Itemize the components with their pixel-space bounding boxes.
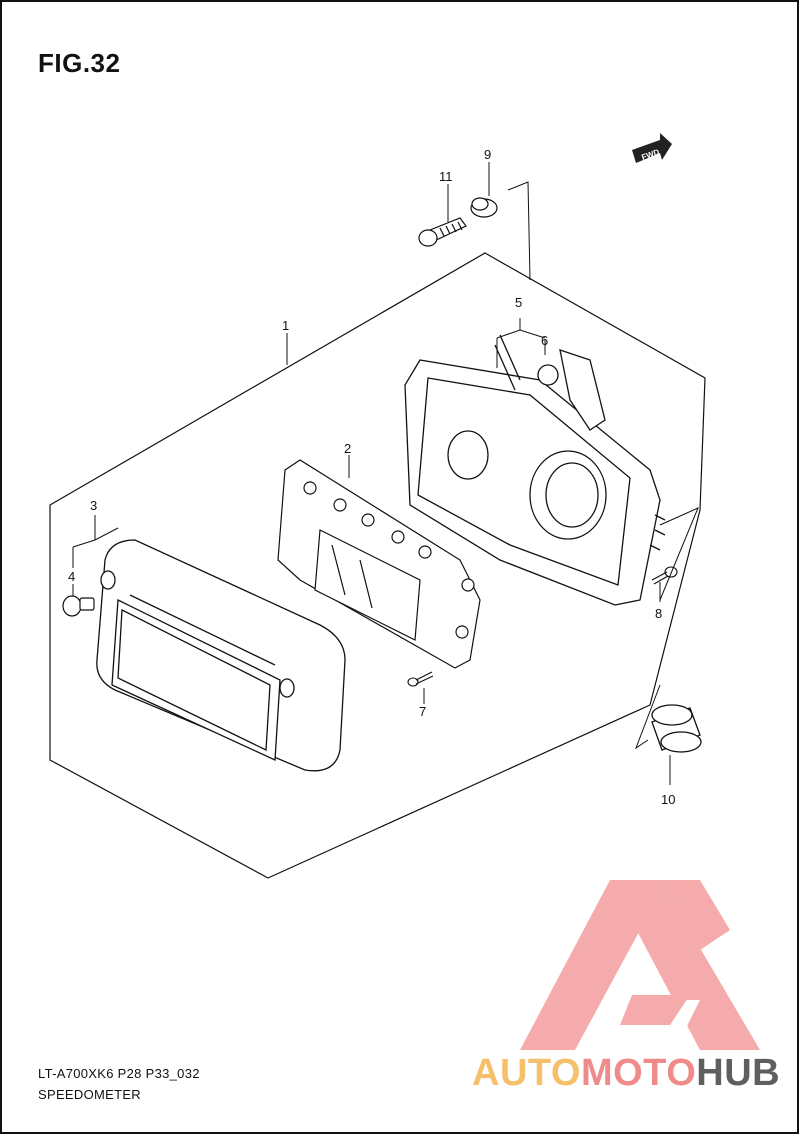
screw-part-7 [407,671,434,687]
screw-part-8 [651,566,678,585]
fwd-arrow: FWD [632,133,672,163]
callout-11: 11 [439,169,453,184]
diagram-caption: SPEEDOMETER [38,1087,141,1102]
callout-labels: 1 2 3 4 5 6 7 8 9 10 11 [68,147,675,807]
callout-bracket-9 [507,181,531,281]
callout-4: 4 [68,569,75,584]
watermark-logo [520,880,760,1050]
callout-1: 1 [282,318,289,333]
callout-bracket-5 [496,329,546,339]
grommet-part-4 [62,595,95,617]
callout-7: 7 [419,704,426,719]
callout-3: 3 [90,498,97,513]
cap-part-10 [651,704,702,753]
watermark-hub: HUB [696,1052,781,1094]
callout-6: 6 [541,333,548,348]
callout-9: 9 [484,147,491,162]
watermark-auto: AUTO [472,1052,581,1094]
bolt-part-11 [418,217,467,247]
model-code: LT-A700XK6 P28 P33_032 [38,1066,200,1081]
watermark-text: AUTOMOTOHUB [472,1052,780,1095]
callout-bracket-10 [634,684,661,750]
meter-movement-part-2 [277,459,481,669]
callout-2: 2 [344,441,351,456]
collar-part-9 [470,197,498,218]
meter-case [404,334,666,606]
callout-bracket-8 [659,507,699,601]
watermark-moto: MOTO [580,1052,697,1094]
callout-8: 8 [655,606,662,621]
assembly-outline [49,252,706,879]
callout-5: 5 [515,295,522,310]
figure-title: FIG.32 [38,48,121,78]
callout-10: 10 [661,792,675,807]
bezel-part-3 [96,539,346,772]
